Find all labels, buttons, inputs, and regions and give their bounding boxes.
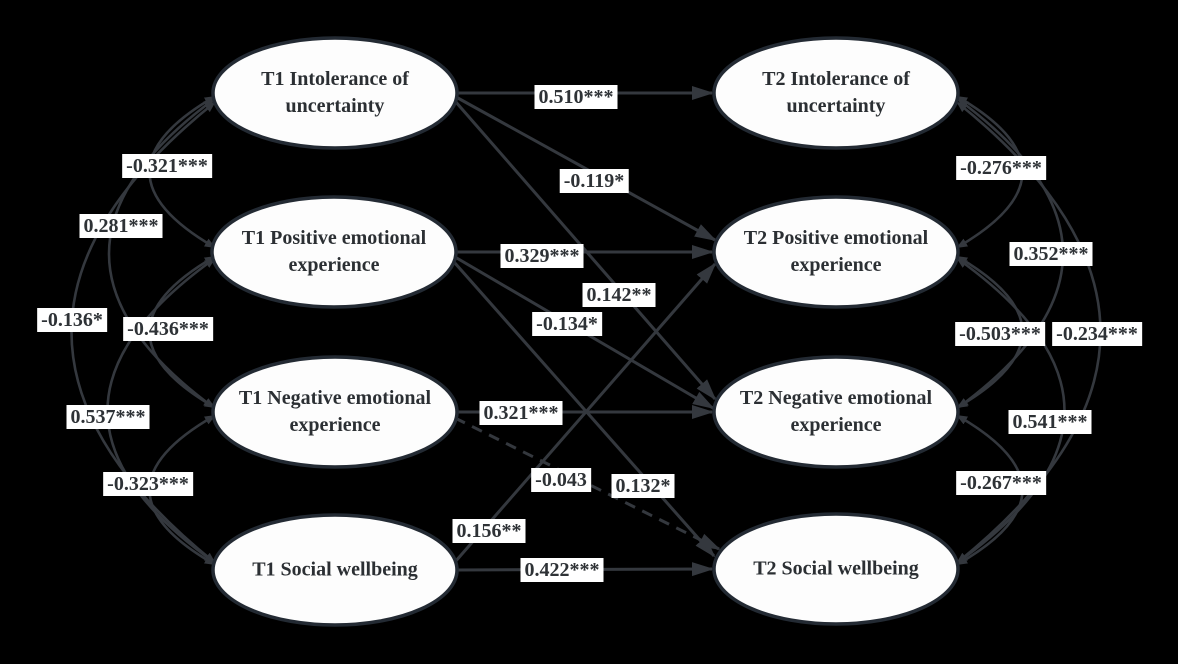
cov-t1iu-t1sw: -0.136* xyxy=(37,308,107,332)
cov-t1ne-t1sw: -0.323*** xyxy=(103,472,193,496)
node-label-t1-intolerance: T1 Intolerance of uncertainty xyxy=(261,68,409,117)
node-label-t2-intolerance: T2 Intolerance of uncertainty xyxy=(762,68,910,117)
cov-t1pe-t1sw: 0.537*** xyxy=(66,405,150,429)
node-t1-social xyxy=(211,513,459,627)
cov-t2pe-t2ne: -0.503*** xyxy=(955,322,1045,346)
cov-t2ne-t2sw: -0.267*** xyxy=(956,471,1046,495)
node-t2-positive xyxy=(712,195,960,309)
cov-t1iu-t1ne: 0.281*** xyxy=(79,214,163,238)
coef-t1sw-t2pe: 0.156** xyxy=(452,519,526,543)
path-t1pe-t2sw xyxy=(452,261,716,558)
cov-t2iu-t2sw: -0.234*** xyxy=(1052,322,1142,346)
node-label-t2-social: T2 Social wellbeing xyxy=(753,557,919,580)
node-label-t1-negative: T1 Negative emotional experience xyxy=(238,387,432,436)
node-label-t2-positive: T2 Positive emotional experience xyxy=(743,227,929,276)
node-t1-positive xyxy=(210,195,458,309)
coef-t1ne-t2sw: -0.043 xyxy=(531,468,591,492)
cov-t2iu-t2pe: -0.276*** xyxy=(956,156,1046,180)
node-t2-intolerance xyxy=(712,36,960,150)
path-t1iu-t2pe xyxy=(455,95,717,242)
coef-t1iu-t2iu: 0.510*** xyxy=(534,85,618,109)
cov-arc-t1iu-t1ne xyxy=(107,98,215,409)
path-t1iu-t2ne xyxy=(453,100,717,401)
cov-t1pe-t1ne: -0.436*** xyxy=(123,317,213,341)
node-t1-negative xyxy=(211,355,459,469)
coef-t1pe-t2ne: -0.134* xyxy=(532,312,602,336)
node-t2-negative xyxy=(712,355,960,469)
path-t1sw-t2pe xyxy=(453,262,717,563)
cov-t2iu-t2ne: 0.352*** xyxy=(1009,242,1093,266)
coef-t1ne-t2ne: 0.321*** xyxy=(479,401,563,425)
node-t1-intolerance xyxy=(211,36,459,150)
node-label-t1-positive: T1 Positive emotional experience xyxy=(241,227,427,276)
latent-nodes xyxy=(210,36,960,627)
coef-t1iu-t2pe: -0.119* xyxy=(559,169,629,193)
cov-t1iu-t1pe: -0.321*** xyxy=(122,154,212,178)
cov-t2pe-t2sw: 0.541*** xyxy=(1008,410,1092,434)
coef-t1pe-t2sw: 0.132* xyxy=(611,474,675,498)
coef-t1sw-t2sw: 0.422*** xyxy=(520,558,604,582)
node-label-t1-social: T1 Social wellbeing xyxy=(252,558,418,581)
node-label-t2-negative: T2 Negative emotional experience xyxy=(739,387,933,436)
coef-t1pe-t2pe: 0.329*** xyxy=(500,244,584,268)
coef-t1iu-t2ne: 0.142** xyxy=(582,283,656,307)
node-t2-social xyxy=(712,512,960,626)
